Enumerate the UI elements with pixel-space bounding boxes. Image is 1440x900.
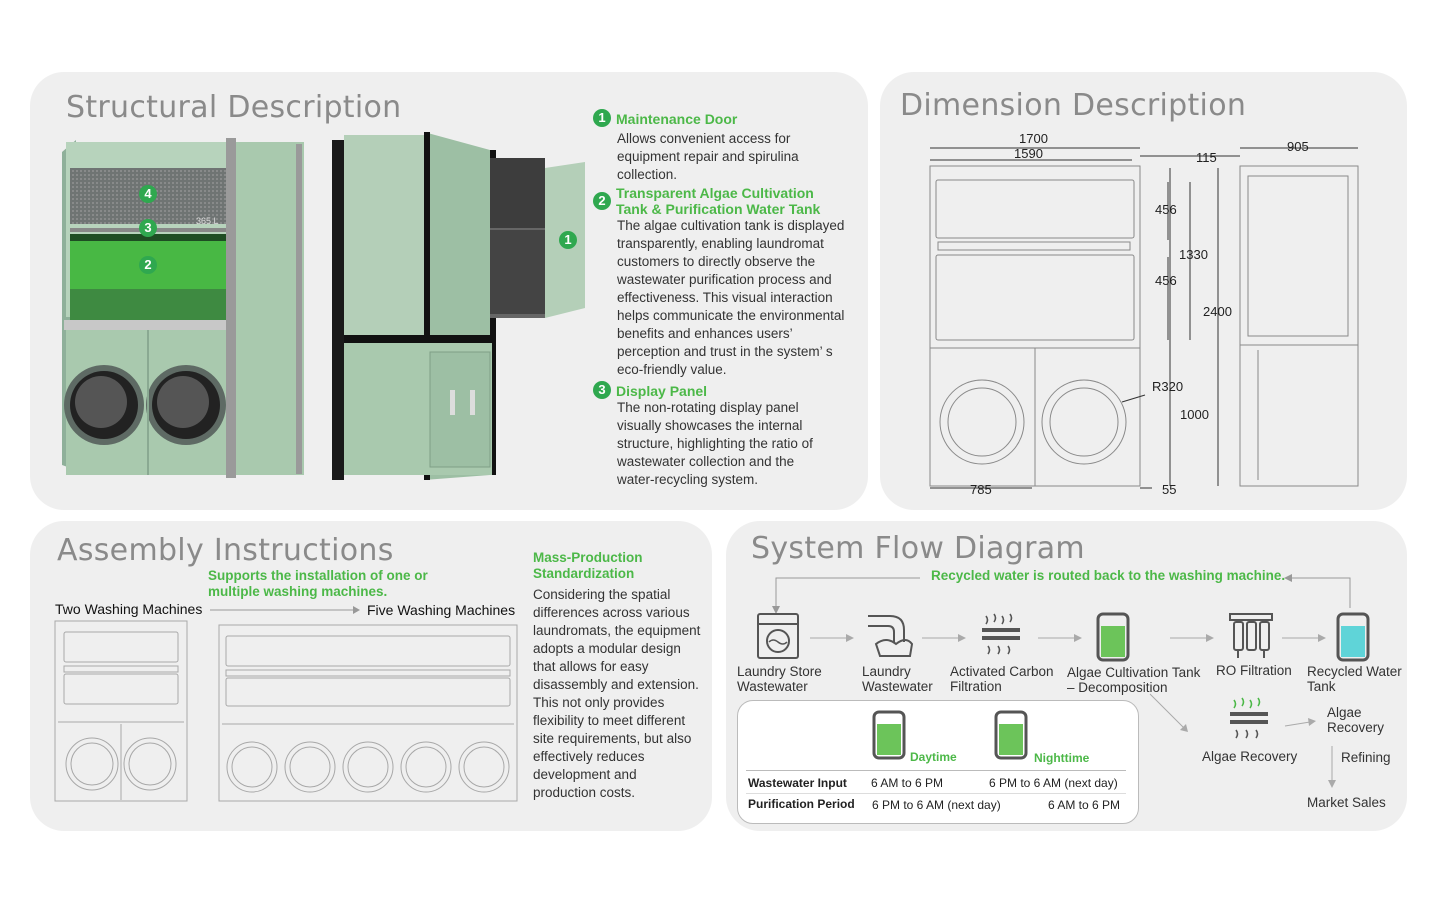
algae-recovery-2-line1: Algae: [1327, 705, 1362, 720]
feature-3-title: Display Panel: [616, 383, 708, 399]
step-4-line2: – Decomposition: [1067, 680, 1168, 695]
dim-1590: 1590: [1014, 146, 1043, 161]
mass-production-title: Mass-Production Standardization: [533, 550, 643, 582]
step-3-line1: Activated Carbon: [950, 664, 1054, 679]
dim-55: 55: [1162, 482, 1177, 497]
flow-title: System Flow Diagram: [751, 531, 1085, 566]
step-4-line1: Algae Cultivation Tank: [1067, 665, 1201, 680]
recycle-loop-arrow: [772, 574, 1351, 614]
row-1-day: 6 AM to 6 PM: [871, 776, 944, 790]
row-2-day: 6 PM to 6 AM (next day): [872, 798, 1001, 812]
feature-2-text: The algae cultivation tank is displayed …: [617, 218, 845, 377]
schedule-divider: [746, 770, 1126, 771]
day-tank-icon: [872, 710, 906, 760]
dim-456-lower: 456: [1155, 273, 1177, 288]
algae-recovery-label: Algae Recovery: [1202, 749, 1298, 764]
five-machine-diagram: [218, 624, 518, 802]
dim-115: 115: [1196, 150, 1217, 165]
feature-1-title: Maintenance Door: [616, 111, 738, 127]
algae-recovery-icon: [1230, 697, 1268, 739]
dimension-drawing: [929, 147, 1359, 489]
feature-2-title-line1: Transparent Algae Cultivation: [616, 185, 814, 201]
washing-machine-icon: [757, 613, 799, 659]
step-4-label: Algae Cultivation Tank– Decomposition: [1067, 665, 1200, 695]
assembly-title: Assembly Instructions: [57, 533, 394, 568]
dimension-title: Dimension Description: [900, 88, 1247, 123]
machine-open-illustration: [332, 132, 585, 480]
tank-green-icon: [1096, 612, 1130, 662]
flow-arrows: [810, 634, 1326, 642]
machine-front-illustration: [62, 138, 304, 478]
dim-1700: 1700: [1019, 131, 1048, 146]
step-3-line2: Filtration: [950, 679, 1002, 694]
night-tank-icon: [994, 710, 1028, 760]
step-5-label: RO Filtration: [1216, 663, 1292, 678]
schedule-box: [737, 700, 1139, 824]
structural-title: Structural Description: [66, 90, 402, 125]
row-2-night: 6 AM to 6 PM: [1048, 798, 1121, 812]
step-1-line1: Laundry Store: [737, 664, 822, 679]
step-6-line2: Tank: [1307, 679, 1336, 694]
feature-3-text: The non-rotating display panel visually …: [617, 400, 813, 487]
assembly-arrow: [210, 606, 360, 614]
mass-production-title-line2: Standardization: [533, 566, 635, 581]
daytime-label: Daytime: [910, 750, 957, 764]
refining-label: Refining: [1341, 750, 1391, 765]
dim-1000: 1000: [1180, 407, 1209, 422]
dim-456-upper: 456: [1155, 202, 1177, 217]
dim-r320: R320: [1152, 379, 1184, 394]
dim-1330: 1330: [1179, 247, 1208, 262]
dim-785: 785: [970, 482, 992, 497]
feature-2-title-line2: Tank & Purification Water Tank: [616, 201, 821, 217]
dimension-panel: [880, 72, 1407, 510]
row-1-night: 6 PM to 6 AM (next day): [989, 776, 1118, 790]
row-2-label: Purification Period: [748, 797, 855, 811]
schedule-divider-2: [746, 793, 1126, 794]
mass-production-title-line1: Mass-Production: [533, 550, 643, 565]
two-machine-diagram: [54, 620, 188, 802]
tank-cyan-icon: [1336, 612, 1370, 662]
recycle-note: Recycled water is routed back to the was…: [931, 568, 1286, 583]
algae-branch-arrows: [1149, 693, 1336, 788]
mass-production-text: Considering the spatial differences acro…: [533, 587, 701, 800]
two-machines-label: Two Washing Machines: [55, 601, 203, 617]
wastewater-pipe-icon: [868, 615, 914, 657]
filter-icon: [982, 613, 1020, 655]
feature-2-number: 2: [593, 192, 611, 210]
algae-recovery-2-line2: Recovery: [1327, 720, 1385, 735]
step-2-line1: Laundry: [862, 664, 911, 679]
step-2-line2: Wastewater: [862, 679, 933, 694]
dim-2400: 2400: [1203, 304, 1232, 319]
machine-display-text: 365 L: [196, 216, 219, 226]
five-machines-label: Five Washing Machines: [367, 602, 516, 618]
dim-905: 905: [1287, 139, 1309, 154]
callout-2: 2: [139, 256, 157, 274]
feature-1-text: Allows convenient access for equipment r…: [617, 131, 799, 182]
feature-3-number: 3: [593, 381, 611, 399]
callout-1: 1: [559, 231, 577, 249]
step-5-line1: RO Filtration: [1216, 663, 1292, 678]
callout-4: 4: [139, 185, 157, 203]
row-1-label: Wastewater Input: [748, 776, 847, 790]
assembly-note: Supports the installation of one or mult…: [208, 568, 428, 599]
step-1-line2: Wastewater: [737, 679, 808, 694]
feature-1-number: 1: [593, 109, 611, 127]
nighttime-label: Nighttime: [1034, 751, 1090, 765]
market-sales-label: Market Sales: [1307, 795, 1386, 810]
feature-2-title: Transparent Algae Cultivation Tank & Pur…: [616, 185, 820, 217]
step-6-line1: Recycled Water: [1307, 664, 1402, 679]
ro-filter-icon: [1229, 613, 1273, 658]
callout-3: 3: [139, 219, 157, 237]
